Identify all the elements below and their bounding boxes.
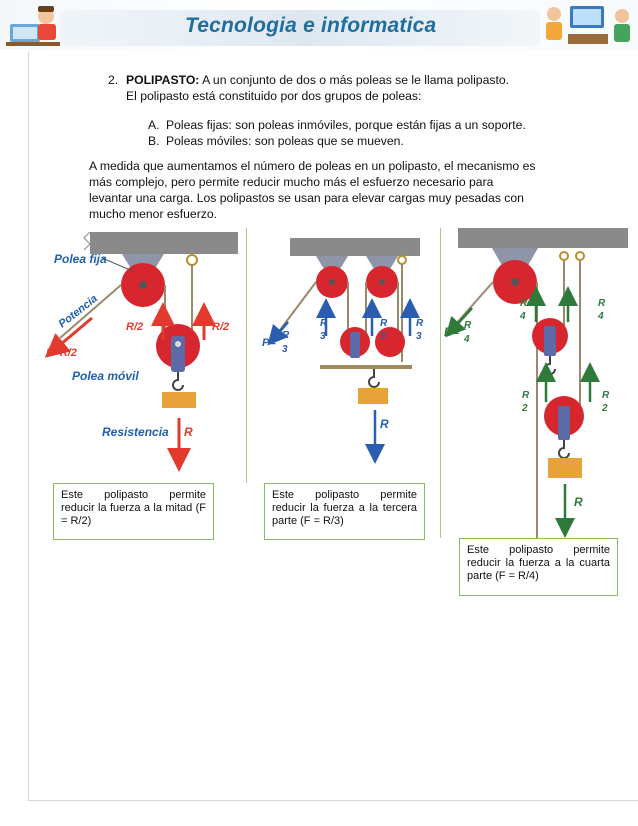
figure-third-pulley: P= R 3 R 3 R 3 R 3 R [262,238,424,464]
student-computer-illustration [6,6,60,46]
paragraph-line-1: A medida que aumentamos el número de pol… [89,159,536,173]
label-resistance: Resistencia [102,425,169,439]
label-frac-num-p: R [464,320,472,331]
header-band [60,10,540,46]
label-frac-num-1: R [320,318,328,329]
section-intro-line2: El polipasto está constituido por dos gr… [126,89,422,103]
section-number: 2. [108,73,119,87]
mobile-pulley-right [375,327,405,357]
page-border-left [28,52,29,800]
label-r2-left: R/2 [126,321,143,333]
label-frac-num-1: R [520,298,528,309]
label-frac-num-4: R [602,390,610,401]
ceiling [458,228,628,248]
ceiling [90,232,238,254]
paragraph-line-3: levantar una carga. Los polipastos se us… [89,191,524,205]
list-item-letter-b: B. [148,134,160,148]
section-intro-line1: POLIPASTO: A un conjunto de dos o más po… [126,72,509,88]
label-p-equals: P= [444,325,459,339]
label-frac-num-2: R [598,298,606,309]
office-workers-illustration [546,6,630,44]
label-frac-num-p: R [282,330,290,341]
list-item-letter-a: A. [148,118,160,132]
paragraph-line-4: mucho menor esfuerzo. [89,207,218,221]
label-mobile-pulley: Polea móvil [72,369,139,383]
label-frac-num-2: R [380,318,388,329]
list-item-mobile-pulleys: Poleas móviles: son poleas que se mueven… [166,134,404,148]
label-r2-right: R/2 [212,321,229,333]
label-frac-den-p: 4 [463,334,470,345]
label-fixed-pulley: Polea fija [54,252,107,266]
label-frac-num-3: R [416,318,424,329]
label-frac-den-p: 3 [282,344,288,355]
caption-box-quarter: Este polipasto permite reducir la fuerza… [459,538,618,596]
page-header: Tecnologia e informatica [0,0,638,50]
label-frac-num-3: R [522,390,530,401]
label-power: Potencia [56,293,100,331]
label-p-equals: P= [262,337,276,349]
figure-divider-1 [246,228,247,483]
label-frac-den-2: 3 [380,331,386,342]
load [162,392,196,408]
figure-quarter-pulley: P= R 4 R 4 R 4 R 2 R 2 R [444,228,628,538]
label-frac-den-1: 4 [519,311,526,322]
caption-box-third: Este polipasto permite reducir la fuerza… [264,483,425,540]
ceiling [290,238,420,256]
caption-box-half: Este polipasto permite reducir la fuerza… [53,483,214,540]
label-frac-den-2: 4 [597,311,604,322]
label-r: R [574,495,583,509]
paragraph-line-2: más complejo, pero permite reducir mucho… [89,175,494,189]
header-title: Tecnologia e informatica [185,14,437,37]
label-frac-den-3: 2 [521,403,528,414]
label-frac-den-1: 3 [320,331,326,342]
figure-divider-2 [440,228,441,538]
label-frac-den-4: 2 [601,403,608,414]
page-border-bottom [28,800,638,801]
load [548,458,582,478]
figure-single-mobile-pulley: Polea fija Potencia P=R/2 R/2 R/2 Polea … [44,231,238,472]
list-item-fixed-pulleys: Poleas fijas: son poleas inmóviles, porq… [166,118,526,132]
label-r: R [380,417,389,431]
section-intro-text: A un conjunto de dos o más poleas se le … [202,73,509,87]
label-p-equals: P=R/2 [46,347,77,359]
load [358,388,388,404]
label-r: R [184,425,193,439]
label-frac-den-3: 3 [416,331,422,342]
section-heading: POLIPASTO: [126,73,200,87]
